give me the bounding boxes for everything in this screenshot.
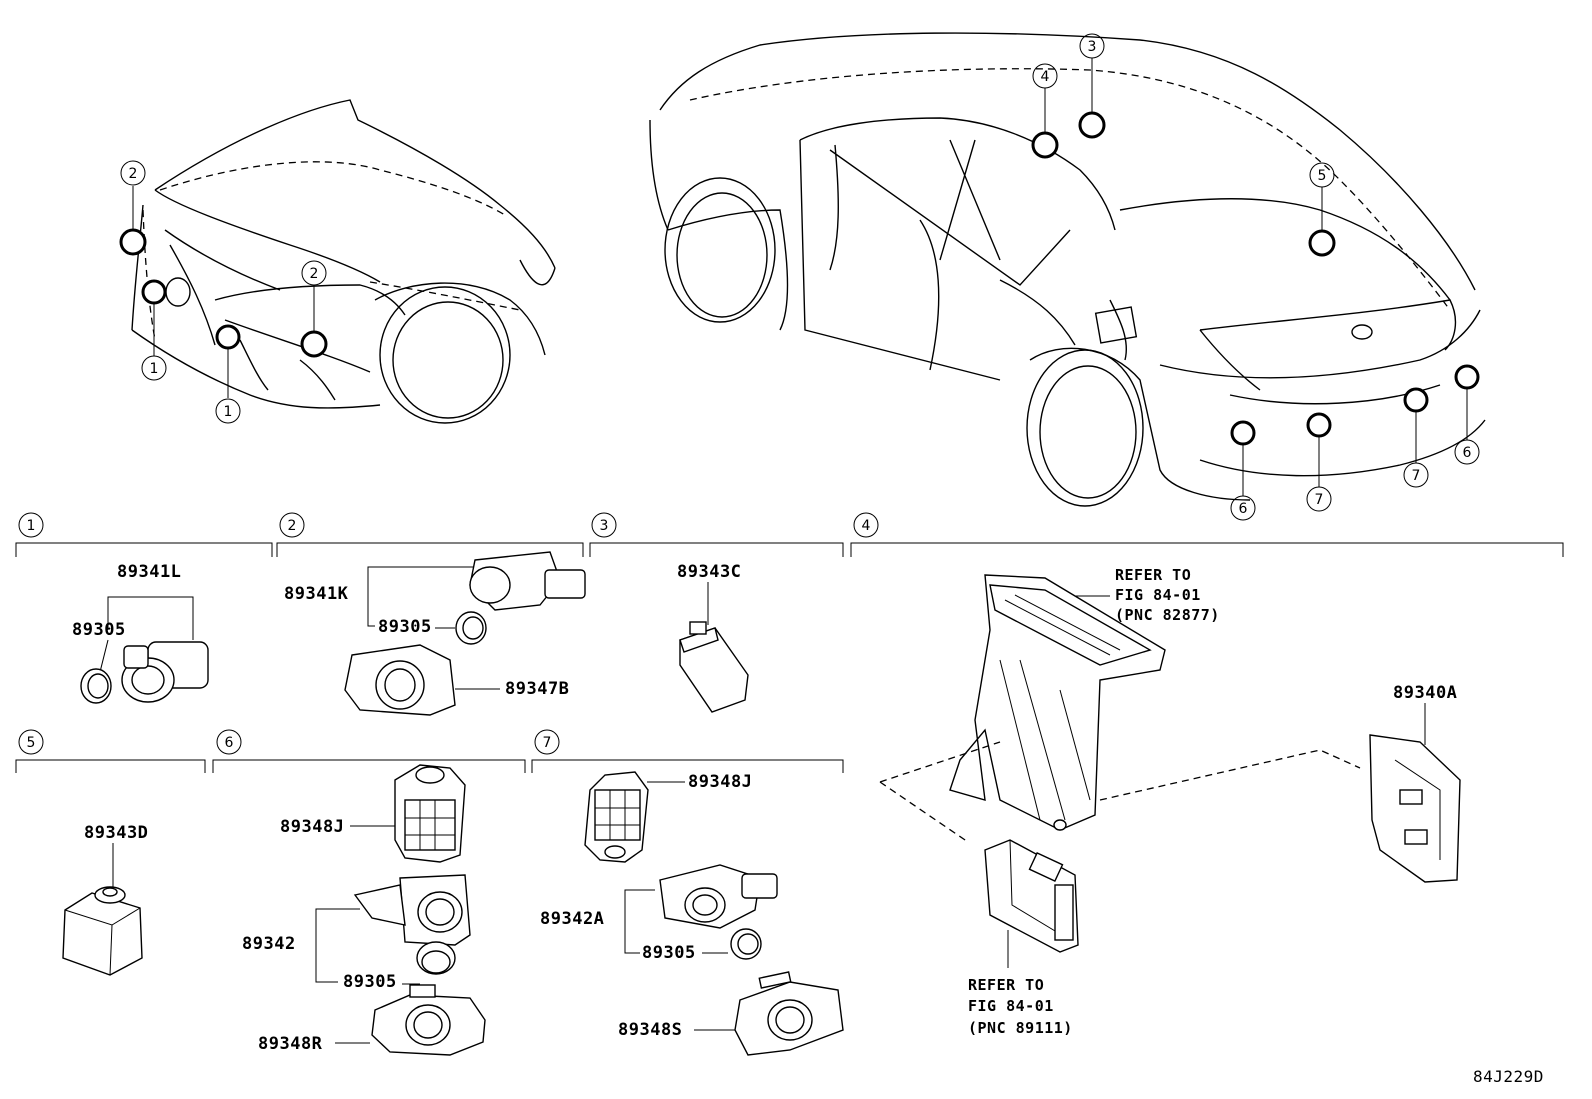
label-89348S: 89348S (618, 1020, 682, 1040)
rear-callout-7-center: 7 (1306, 486, 1332, 512)
section-4: 4 REFER TO FIG 84-01 (PNC 82877) 89340A (850, 512, 1564, 1037)
svg-text:6: 6 (1463, 445, 1472, 461)
ref-bottom-line-3: (PNC 89111) (968, 1019, 1073, 1037)
rear-callout-6-left: 6 (1230, 495, 1256, 521)
front-callout-1a: 1 (141, 355, 167, 381)
rear-sensor-7-center (1306, 412, 1332, 438)
label-89343D: 89343D (84, 823, 148, 843)
svg-text:6: 6 (1239, 501, 1248, 517)
svg-text:4: 4 (1041, 69, 1050, 85)
rear-sensor-6-right (1454, 364, 1480, 390)
label-89342A: 89342A (540, 909, 604, 929)
bracket-89347B (344, 644, 456, 716)
label-89305-g1: 89305 (72, 620, 126, 640)
svg-text:1: 1 (224, 404, 233, 420)
svg-text:3: 3 (1088, 39, 1097, 55)
label-89305-g6: 89305 (343, 972, 397, 992)
label-89305-g2: 89305 (378, 617, 432, 637)
ring-89305-g6 (416, 941, 456, 975)
sensor-89342A (659, 864, 778, 929)
sensor-89341K (469, 551, 586, 611)
module-89343D (62, 886, 143, 976)
label-89343C: 89343C (677, 562, 741, 582)
ref-top-line-1: REFER TO (1115, 566, 1191, 584)
rear-sensor-4 (1031, 131, 1059, 159)
rear-callout-7-right: 7 (1403, 462, 1429, 488)
section-1-marker: 1 (27, 518, 36, 534)
label-89341L: 89341L (117, 562, 181, 582)
console-bracket (949, 574, 1166, 831)
retainer-89348J-g7 (584, 771, 649, 863)
rear-sensor-5 (1308, 229, 1336, 257)
retainer-89348J-g6 (394, 764, 466, 863)
front-sensor-1-center (215, 324, 241, 350)
rear-sensor-7-right (1403, 387, 1429, 413)
label-89348J-g6: 89348J (280, 817, 344, 837)
label-89341K: 89341K (284, 584, 349, 604)
front-sensor-2-upper (119, 228, 147, 256)
svg-text:2: 2 (129, 166, 138, 182)
rear-sensor-3 (1078, 111, 1106, 139)
bracket-89348S (734, 971, 844, 1056)
section-7: 7 89348J 89342A 89305 89348S (531, 729, 844, 1056)
front-car-illustration: 2 1 2 1 (119, 99, 556, 424)
module-lower (984, 839, 1079, 953)
module-89343C (679, 621, 749, 713)
label-89348J-g7: 89348J (688, 772, 752, 792)
svg-text:7: 7 (1315, 492, 1324, 508)
ring-89305-g2 (455, 611, 487, 645)
svg-text:5: 5 (1318, 168, 1327, 184)
ref-top-line-3: (PNC 82877) (1115, 606, 1220, 624)
section-2: 2 89341K 89305 89347B (276, 512, 586, 716)
front-callout-1b: 1 (215, 398, 241, 424)
section-4-marker: 4 (862, 518, 871, 534)
ring-89305-g7 (730, 928, 762, 960)
section-5-marker: 5 (27, 735, 36, 751)
rear-car-illustration: 3 4 5 6 7 7 6 (649, 32, 1486, 521)
front-callout-2a: 2 (120, 160, 146, 186)
svg-text:2: 2 (310, 266, 319, 282)
label-89342: 89342 (242, 934, 296, 954)
svg-text:1: 1 (150, 361, 159, 377)
label-89340A: 89340A (1393, 683, 1457, 703)
bracket-89348R (371, 984, 486, 1056)
ecu-89340A (1369, 734, 1461, 883)
section-3-marker: 3 (600, 518, 609, 534)
rear-sensor-6-left (1230, 420, 1256, 446)
ring-89305-g1 (80, 668, 112, 704)
label-89347B: 89347B (505, 679, 569, 699)
rear-callout-4: 4 (1032, 63, 1058, 89)
svg-text:7: 7 (1412, 468, 1421, 484)
rear-callout-5: 5 (1309, 162, 1335, 188)
section-6: 6 89348J 89342 89305 89348R (212, 729, 526, 1056)
front-sensor-1-left (141, 279, 167, 305)
drawing-code: 84J229D (1473, 1067, 1544, 1086)
ref-bottom-line-1: REFER TO (968, 976, 1044, 994)
section-2-marker: 2 (288, 518, 297, 534)
ref-top-line-2: FIG 84-01 (1115, 586, 1201, 604)
label-89348R: 89348R (258, 1034, 323, 1054)
section-1: 1 89341L 89305 (15, 512, 273, 704)
rear-callout-6-right: 6 (1454, 439, 1480, 465)
front-callout-2b: 2 (301, 260, 327, 286)
sensor-89341L (121, 641, 209, 703)
rear-callout-3: 3 (1079, 33, 1105, 59)
section-3: 3 89343C (589, 512, 844, 713)
ref-bottom-line-2: FIG 84-01 (968, 997, 1054, 1015)
sensor-89342 (353, 874, 471, 946)
section-5: 5 89343D (15, 729, 206, 976)
label-89305-g7: 89305 (642, 943, 696, 963)
section-6-marker: 6 (225, 735, 234, 751)
front-sensor-2-side (300, 330, 328, 358)
section-7-marker: 7 (543, 735, 552, 751)
